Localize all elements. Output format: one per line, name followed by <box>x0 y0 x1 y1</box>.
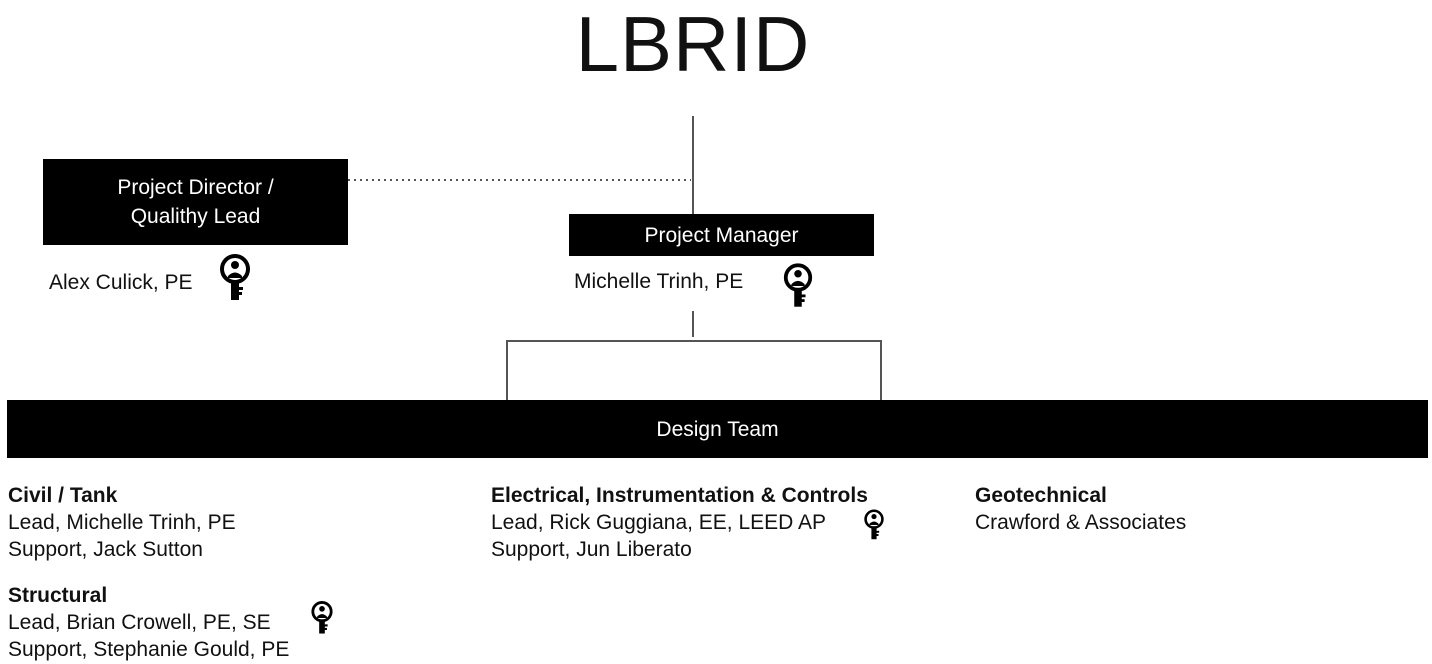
project-director-role-line2: Qualithy Lead <box>130 205 261 228</box>
electrical-support: Support, Jun Liberato <box>491 538 692 561</box>
project-director-name: Alex Culick, PE <box>49 271 193 294</box>
electrical-section: Electrical, Instrumentation & Controls L… <box>491 482 868 563</box>
key-person-icon <box>783 263 813 307</box>
geotechnical-heading: Geotechnical <box>975 484 1107 507</box>
chart-title: LBRID <box>575 0 811 88</box>
geotechnical-firm: Crawford & Associates <box>975 511 1187 534</box>
project-manager-name: Michelle Trinh, PE <box>574 270 744 293</box>
bracket-connector <box>506 340 882 400</box>
design-team-label: Design Team <box>656 417 779 441</box>
electrical-lead: Lead, Rick Guggiana, EE, LEED AP <box>491 511 827 534</box>
geotechnical-section: Geotechnical Crawford & Associates <box>975 482 1186 536</box>
structural-support: Support, Stephanie Gould, PE <box>8 638 290 661</box>
project-manager-box: Project Manager <box>569 214 874 256</box>
project-manager-role: Project Manager <box>644 223 799 247</box>
electrical-heading: Electrical, Instrumentation & Controls <box>491 484 868 507</box>
structural-section: Structural Lead, Brian Crowell, PE, SE S… <box>8 582 289 663</box>
project-director-role-line1: Project Director / <box>117 176 274 199</box>
design-team-bar: Design Team <box>7 400 1428 458</box>
civil-tank-support: Support, Jack Sutton <box>8 538 203 561</box>
civil-tank-lead: Lead, Michelle Trinh, PE <box>8 511 236 534</box>
civil-tank-heading: Civil / Tank <box>8 484 118 507</box>
project-director-box: Project Director / Qualithy Lead <box>43 159 348 245</box>
key-person-icon <box>220 254 250 300</box>
key-person-icon <box>311 601 333 634</box>
structural-lead: Lead, Brian Crowell, PE, SE <box>8 611 271 634</box>
structural-heading: Structural <box>8 584 108 607</box>
civil-tank-section: Civil / Tank Lead, Michelle Trinh, PE Su… <box>8 482 236 563</box>
key-person-icon <box>864 509 884 540</box>
